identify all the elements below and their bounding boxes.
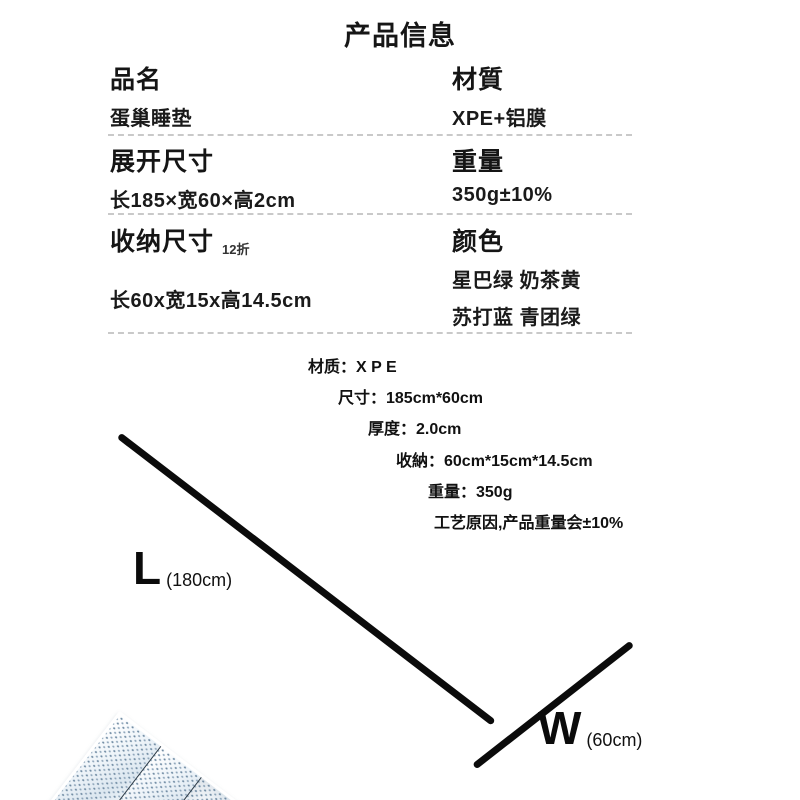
spec-table: 品名 蛋巢睡垫 材質 XPE+铝膜 展开尺寸 长185×宽60×高2cm 重量 …	[0, 60, 800, 340]
cell-color: 颜色 星巴绿 奶茶黄 苏打蓝 青团绿	[452, 222, 581, 330]
photo-spec-tolerance: 工艺原因,产品重量会±10%	[434, 514, 624, 532]
photo-spec-thickness: 厚度：2.0cm	[368, 421, 462, 439]
spec-row-folded-size: 收纳尺寸 12折 长60x宽15x高14.5cm 颜色 星巴绿 奶茶黄 苏打蓝 …	[0, 222, 800, 332]
value-material: XPE+铝膜	[452, 108, 547, 130]
table-divider-3	[108, 332, 632, 334]
table-divider-1	[108, 134, 632, 136]
spec-row-product-name: 品名 蛋巢睡垫 材質 XPE+铝膜	[0, 60, 800, 130]
value-folded-size: 长60x宽15x高14.5cm	[110, 290, 313, 312]
label-material: 材質	[452, 66, 505, 94]
spec-row-unfolded-size: 展开尺寸 长185×宽60×高2cm 重量 350g±10%	[0, 142, 800, 212]
length-value: (180cm)	[166, 570, 233, 590]
label-color: 颜色	[452, 228, 505, 256]
value-weight: 350g±10%	[452, 184, 553, 206]
width-letter: W	[538, 702, 582, 754]
photo-spec-size: 尺寸：185cm*60cm	[338, 390, 483, 408]
value-unfolded-size: 长185×宽60×高2cm	[110, 190, 296, 212]
width-value: (60cm)	[586, 730, 643, 750]
value-color-line1: 星巴绿 奶茶黄	[452, 270, 582, 292]
cell-folded-size: 收纳尺寸 12折 长60x宽15x高14.5cm	[110, 222, 312, 313]
length-measure-label: L (180cm)	[133, 545, 232, 591]
value-color-line2: 苏打蓝 青团绿	[452, 307, 582, 329]
cell-material: 材質 XPE+铝膜	[452, 60, 547, 131]
width-measure-label: W (60cm)	[538, 705, 642, 751]
note-fold-count: 12折	[222, 242, 250, 257]
photo-spec-list: 材质：X P E 尺寸：185cm*60cm 厚度：2.0cm 收納：60cm*…	[300, 352, 680, 539]
label-weight: 重量	[452, 148, 505, 176]
cell-weight: 重量 350g±10%	[452, 142, 553, 207]
label-product-name: 品名	[110, 66, 163, 94]
photo-spec-material: 材质：X P E	[308, 359, 397, 376]
length-letter: L	[133, 542, 162, 594]
cell-unfolded-size: 展开尺寸 长185×宽60×高2cm	[110, 142, 296, 213]
value-product-name: 蛋巢睡垫	[110, 108, 192, 130]
cell-product-name: 品名 蛋巢睡垫	[110, 60, 192, 131]
photo-spec-weight: 重量：350g	[428, 483, 513, 501]
label-folded-size: 收纳尺寸	[110, 228, 215, 256]
label-unfolded-size: 展开尺寸	[110, 148, 215, 176]
page-title: 产品信息	[344, 21, 456, 51]
table-divider-2	[108, 213, 632, 215]
photo-spec-folded: 收納：60cm*15cm*14.5cm	[396, 452, 593, 470]
